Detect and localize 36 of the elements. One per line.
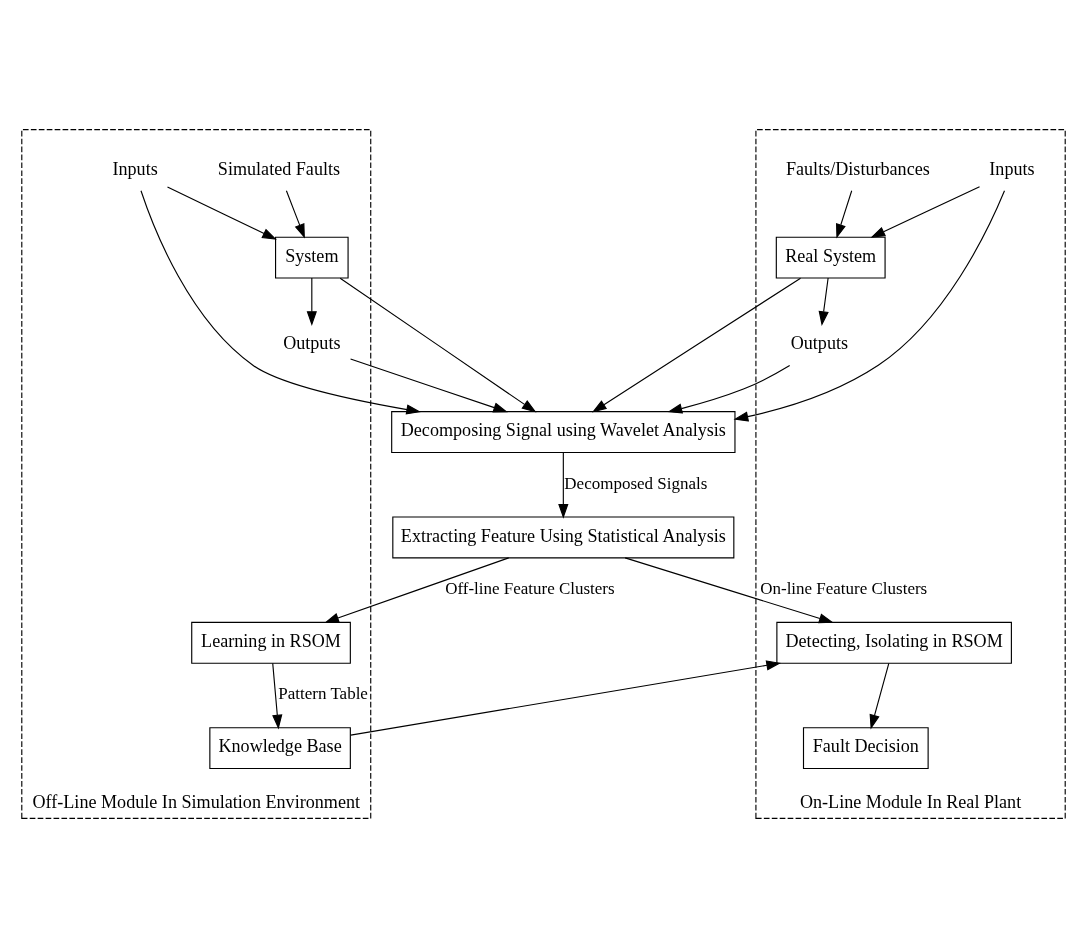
- node-text: Inputs: [112, 158, 158, 179]
- node-text: Simulated Faults: [217, 158, 341, 179]
- node-box: Real System: [775, 236, 886, 279]
- node-box: Extracting Feature Using Statistical Analysis: [392, 516, 735, 559]
- node-box: Decomposing Signal using Wavelet Analysis: [391, 411, 736, 454]
- arrow: [306, 277, 317, 326]
- edge-label: Off-line Feature Clusters: [445, 579, 615, 599]
- edge-label: Decomposed Signals: [564, 473, 708, 493]
- edge-label: On-line Feature Clusters: [760, 579, 928, 599]
- arrow: [733, 190, 1006, 422]
- arrow: [140, 190, 421, 415]
- node-text: Inputs: [989, 158, 1035, 179]
- arrow: [166, 186, 277, 240]
- arrow: [272, 662, 283, 730]
- arrow: [624, 557, 834, 624]
- node-box: Learning in RSOM: [191, 621, 351, 664]
- edge-label: Pattern Table: [278, 684, 368, 704]
- arrow: [324, 557, 510, 623]
- arrow: [350, 660, 782, 736]
- node-text: Outputs: [283, 333, 341, 354]
- arrow: [836, 190, 853, 239]
- arrow: [558, 452, 569, 519]
- arrow: [667, 364, 791, 414]
- arrow: [339, 277, 537, 413]
- arrow: [870, 186, 981, 238]
- node-box: Knowledge Base: [209, 727, 351, 770]
- arrow: [869, 662, 890, 730]
- node-text: Faults/Disturbances: [785, 158, 930, 179]
- arrow: [591, 277, 802, 413]
- node-box: System: [275, 236, 349, 279]
- arrow: [285, 190, 305, 239]
- node-text: Outputs: [790, 333, 849, 354]
- node-box: Detecting, Isolating in RSOM: [776, 621, 1012, 664]
- node-box: Fault Decision: [802, 727, 929, 770]
- arrow: [818, 277, 829, 326]
- arrow: [350, 358, 508, 413]
